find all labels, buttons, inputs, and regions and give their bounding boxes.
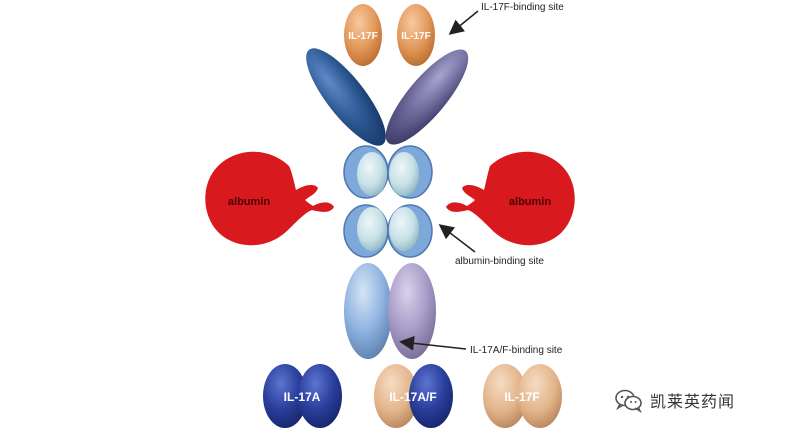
dark-blue-domain (306, 48, 386, 146)
il17af-left-shape (374, 364, 418, 428)
upper-binder-pair (343, 145, 433, 199)
il17a-dimer: IL-17A (263, 364, 342, 428)
il17af-binding-site-label: IL-17A/F-binding site (470, 345, 563, 356)
albumin-left: albumin (205, 151, 334, 246)
il17f-dimer: IL-17F (483, 364, 562, 428)
albumin-right-label: albumin (509, 196, 551, 208)
il17f-top-left-label: IL-17F (348, 31, 377, 42)
purple-domain (385, 49, 469, 145)
il17af-binding-arrow (399, 335, 467, 351)
lower-right-core (389, 207, 419, 251)
il17f-bottom-left-shape (483, 364, 527, 428)
il17f-binding-arrow (448, 10, 479, 35)
il17f-top-pair: IL-17F IL-17F (344, 4, 435, 66)
il17a-label: IL-17A (284, 390, 321, 404)
albumin-left-shape (205, 151, 334, 246)
il17a-right-shape (298, 364, 342, 428)
il17f-top-right-label: IL-17F (401, 31, 430, 42)
il17f-binding-site-label: IL-17F-binding site (481, 2, 564, 13)
lower-binder-pair (343, 204, 433, 258)
watermark-text: 凯莱英药闻 (650, 392, 736, 411)
il17f-bottom-right-shape (518, 364, 562, 428)
albumin-right: albumin (446, 151, 575, 246)
lower-left-core (357, 207, 387, 251)
light-blue-domain (344, 263, 392, 359)
il17f-top-right-shape (397, 4, 435, 66)
lilac-domain (388, 263, 436, 359)
upper-right-core (389, 152, 419, 196)
il17f-bottom-label: IL-17F (504, 390, 539, 404)
il17af-label: IL-17A/F (389, 390, 436, 404)
il17a-left-shape (263, 364, 307, 428)
albumin-right-shape (446, 151, 575, 246)
albumin-left-label: albumin (228, 196, 270, 208)
il17f-top-left-shape (344, 4, 382, 66)
albumin-binding-site-label: albumin-binding site (455, 256, 544, 267)
watermark: 凯莱英药闻 (614, 386, 735, 414)
il17af-dimer: IL-17A/F (374, 364, 453, 428)
upper-left-core (357, 152, 387, 196)
il17af-right-shape (409, 364, 453, 428)
albumin-binding-arrow (438, 224, 476, 253)
wechat-icon (615, 389, 642, 413)
